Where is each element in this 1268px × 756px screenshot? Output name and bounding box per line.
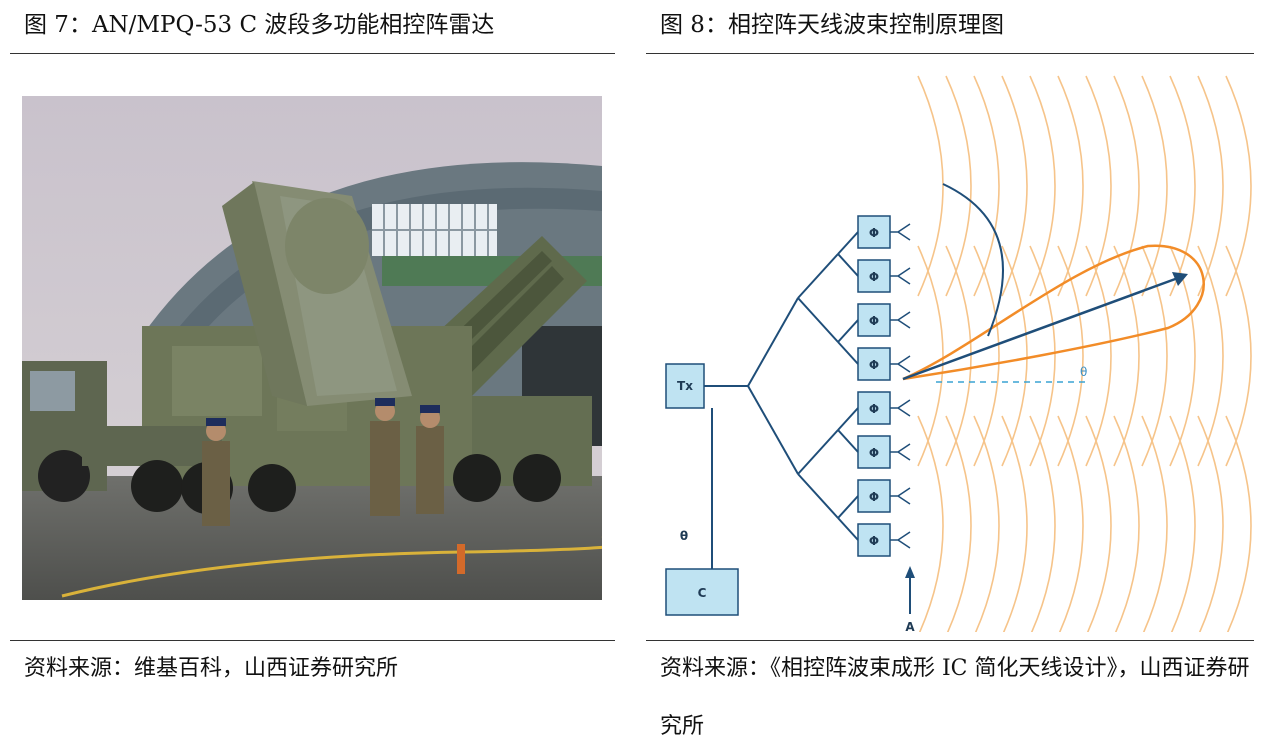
phase-shifter-label: Φ (869, 490, 879, 504)
phase-shifter: Φ (857, 523, 911, 557)
wavefront-arc (1085, 245, 1112, 467)
figure-8-source: 资料来源：《相控阵波束成形 IC 简化天线设计》，山西证券研究所 (660, 656, 1250, 739)
feed-line (797, 473, 839, 519)
wavefront-arc (1113, 75, 1140, 297)
wavefront-arc (1141, 245, 1168, 467)
wavefront-arc (1029, 245, 1056, 467)
antenna-element-icon (890, 487, 911, 505)
wavefront-arc (917, 415, 944, 637)
wavefront-arc (1225, 415, 1252, 637)
phase-shifter: Φ (857, 435, 911, 469)
wavefront-arc (1085, 75, 1112, 297)
phase-shifter: Φ (857, 303, 911, 337)
element-feed-line (837, 231, 859, 255)
phase-shifter-label: Φ (869, 226, 879, 240)
top-rule-left (10, 53, 615, 54)
radar-photo (22, 96, 602, 600)
feed-network-lines (704, 231, 859, 569)
wavefront-arc (945, 75, 972, 297)
antenna-element-icon (890, 531, 911, 549)
tx-label: Tx (677, 379, 693, 393)
scan-arc (942, 183, 1004, 337)
phase-shifter: Φ (857, 479, 911, 513)
wavefront-arc (945, 415, 972, 637)
wavefront-arc (917, 75, 944, 297)
antenna-element-icon (890, 267, 911, 285)
phase-shifter-label: Φ (869, 446, 879, 460)
feed-line (797, 297, 839, 343)
wavefront-arc (1197, 415, 1224, 637)
phase-shifter-label: Φ (869, 534, 879, 548)
theta-input-label: θ (680, 529, 688, 543)
antenna-element-icon (890, 443, 911, 461)
controller-box: C (665, 568, 739, 616)
wavefront-arc (1225, 245, 1252, 467)
wavefront-arc (1057, 415, 1084, 637)
antenna-element-icon (890, 311, 911, 329)
beam-arrowhead (1172, 272, 1188, 286)
wavefront-arc (1057, 245, 1084, 467)
antenna-element-icon (890, 355, 911, 373)
wavefront-arc (1029, 75, 1056, 297)
wavefront-arcs (917, 75, 1252, 637)
wavefront-arc (1029, 415, 1056, 637)
figure-7-title: 图 7：AN/MPQ-53 C 波段多功能相控阵雷达 (24, 12, 495, 38)
element-feed-line (837, 253, 859, 277)
element-feed-line (837, 319, 859, 343)
feed-line (747, 385, 799, 475)
phase-shifter-label: Φ (869, 270, 879, 284)
wavefront-arc (1085, 415, 1112, 637)
wavefront-arc (973, 75, 1000, 297)
wavefront-arc (1169, 415, 1196, 637)
beam-direction-arrow (902, 276, 1179, 381)
element-feed-line (837, 429, 859, 453)
wavefront-arc (1113, 245, 1140, 467)
feed-line (747, 297, 799, 387)
wavefront-arc (1113, 415, 1140, 637)
wavefront-arc (1197, 245, 1224, 467)
wavefront-arc (1001, 245, 1028, 467)
reference-arrow-label: A (905, 620, 915, 632)
phase-shifter: Φ (857, 347, 911, 381)
beam-lobe (902, 244, 1205, 381)
element-feed-line (837, 341, 859, 365)
phase-shifter-label: Φ (869, 314, 879, 328)
wavefront-arc (1141, 75, 1168, 297)
phase-shifter: Φ (857, 259, 911, 293)
wavefront-arc (945, 245, 972, 467)
feed-line (797, 253, 839, 299)
phase-shifter: Φ (857, 215, 911, 249)
figure-8-title: 图 8：相控阵天线波束控制原理图 (660, 12, 1004, 38)
bottom-rule-right (646, 640, 1254, 641)
element-feed-line (837, 407, 859, 431)
wavefront-arc (1057, 75, 1084, 297)
wavefront-arc (1169, 75, 1196, 297)
antenna-element-icon (890, 399, 911, 417)
beam-angle-label: θ (1080, 365, 1087, 379)
figure-7-source: 资料来源：维基百科，山西证券研究所 (24, 656, 399, 681)
wavefront-arc (1225, 75, 1252, 297)
antenna-element-icon (890, 223, 911, 241)
element-feed-line (837, 517, 859, 541)
controller-label: C (698, 586, 707, 600)
wavefront-arc (1141, 415, 1168, 637)
bottom-rule-left (10, 640, 615, 641)
wavefront-arc (1001, 75, 1028, 297)
phase-shifter-label: Φ (869, 358, 879, 372)
wavefront-arc (1001, 415, 1028, 637)
beamforming-diagram: θ Tx C θ Φ Φ Φ Φ Φ Φ Φ Φ A (648, 66, 1254, 637)
phase-shifter-label: Φ (869, 402, 879, 416)
feed-line (797, 429, 839, 475)
wavefront-arc (973, 415, 1000, 637)
wavefront-arc (917, 245, 944, 467)
wavefront-arc (973, 245, 1000, 467)
phase-shifter: Φ (857, 391, 911, 425)
tx-box: Tx (665, 363, 705, 409)
element-feed-line (837, 495, 859, 519)
top-rule-right (646, 53, 1254, 54)
wavefront-arc (1197, 75, 1224, 297)
reference-arrowhead (905, 566, 915, 578)
